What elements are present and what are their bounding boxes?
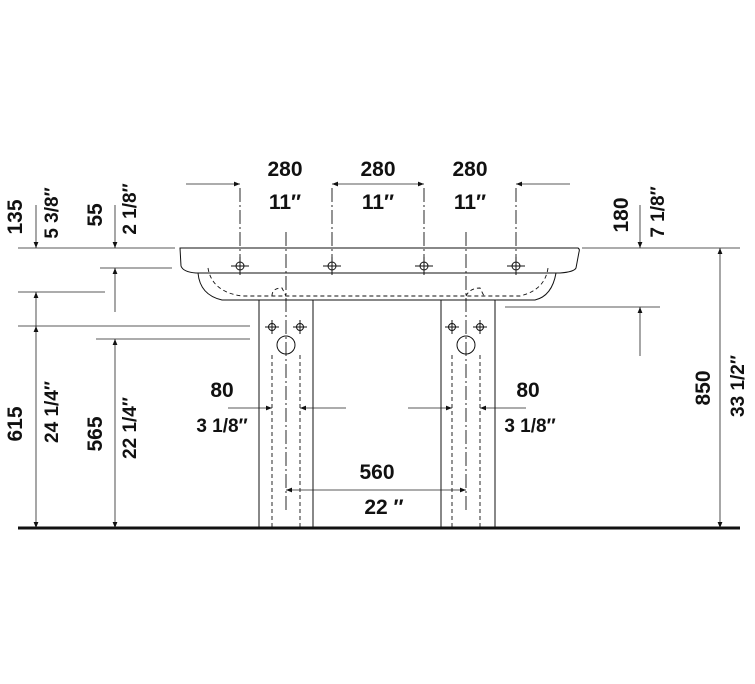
right-leg [440,299,496,529]
tap-holes [231,257,525,275]
dim-280-mm-2: 280 [360,158,395,181]
dim-280-mm-3: 280 [452,158,487,181]
dim-80-mm-left: 80 [210,379,233,402]
left-leg [258,299,314,529]
dim-55-inch: 2 1/8″ [120,183,141,234]
dim-80-inch-left: 3 1/8″ [196,416,247,437]
dim-280-inch-3: 11″ [454,191,486,214]
extension-lines [18,247,740,340]
dim-560-mm: 560 [359,461,394,484]
right-dimension-arrows [637,205,723,528]
dim-180-inch: 7 1/8″ [648,186,669,237]
dim-615-inch: 24 1/4″ [42,381,63,443]
centerlines [239,188,517,510]
dim-560-inch: 22 ″ [364,496,403,519]
left-dimension-arrows [33,205,118,528]
dim-55-mm: 55 [84,203,107,227]
dim-565-inch: 22 1/4″ [120,397,141,459]
dim-80-inch-right: 3 1/8″ [504,416,555,437]
leg-dimension-arrows [228,405,526,493]
dim-80-mm-right: 80 [516,379,539,402]
dim-280-mm-1: 280 [267,158,302,181]
dim-615-mm: 615 [4,406,27,441]
dim-135-mm: 135 [4,199,27,234]
dim-280-inch-1: 11″ [269,191,301,214]
dim-565-mm: 565 [84,416,107,451]
dim-850-mm: 850 [692,370,715,405]
dim-850-inch: 33 1/2″ [728,355,749,417]
dim-135-inch: 5 3/8″ [42,187,63,238]
dim-180-mm: 180 [610,197,633,232]
dim-280-inch-2: 11″ [362,191,394,214]
